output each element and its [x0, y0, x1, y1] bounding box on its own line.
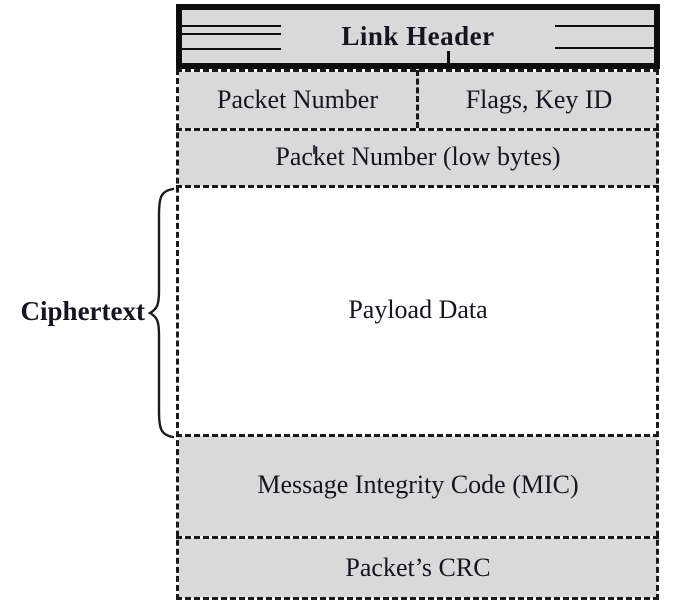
separator-mic-crc — [176, 536, 659, 539]
link-header-label: Link Header — [341, 21, 495, 51]
ciphertext-brace — [147, 187, 175, 439]
header-field-tick — [447, 51, 450, 64]
separator-row2-payload — [176, 185, 659, 188]
mic-field-label: Message Integrity Code (MIC) — [257, 470, 579, 499]
ciphertext-label: Ciphertext — [20, 295, 145, 326]
mic-field-bg — [179, 436, 657, 536]
crc-field-label: Packet’s CRC — [345, 552, 491, 582]
payload-data-field-bg — [179, 187, 657, 434]
header-field-line-right-2 — [555, 47, 654, 49]
separator-row1-row2 — [176, 128, 659, 131]
flags-key-id-field-label: Flags, Key ID — [465, 85, 613, 114]
crc-field-bg — [179, 538, 657, 598]
header-field-line-left-2 — [182, 33, 281, 35]
separator-payload-mic — [176, 434, 659, 437]
header-field-line-right-1 — [555, 25, 654, 27]
separator-packetnumber-flags — [416, 70, 419, 128]
header-field-line-left-3 — [182, 48, 281, 50]
packet-number-low-bytes-field-label: Packet Number (low bytes) — [275, 142, 561, 171]
header-field-line-left-1 — [182, 25, 281, 27]
packet-number-field-label: Packet Number — [216, 85, 378, 114]
scan-artifact-tick — [313, 145, 315, 154]
packet-number-low-bytes-field-bg — [179, 130, 657, 186]
payload-data-field-label: Payload Data — [348, 295, 488, 324]
link-header-box — [176, 4, 660, 69]
